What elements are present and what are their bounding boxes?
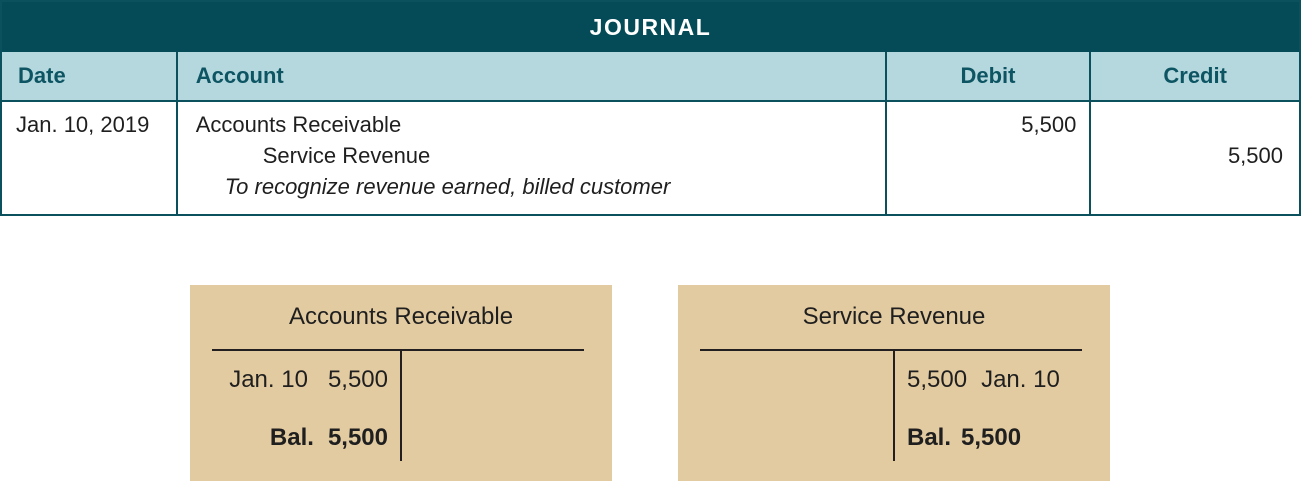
credit-spacer-line (1091, 109, 1299, 140)
t-account-balance: Bal. 5,500 (907, 423, 1110, 453)
credit-amount: 5,500 (1227, 143, 1283, 168)
column-header-credit: Credit (1163, 63, 1227, 88)
t-entry-date: Jan. 10 (229, 366, 308, 393)
t-account-horizontal-line (700, 349, 1082, 351)
credit-account-name: Service Revenue (262, 143, 431, 168)
column-header-date: Date (2, 52, 178, 100)
t-entry-amount: 5,500 (907, 366, 968, 393)
entry-memo: To recognize revenue earned, billed cust… (224, 174, 671, 199)
t-account-vertical-line (400, 349, 402, 461)
t-account-entry: 5,500 Jan. 10 (907, 365, 1110, 395)
t-account-entry: Jan. 10 5,500 (190, 365, 388, 395)
t-balance-label: Bal. (907, 424, 952, 451)
journal-entry-row: Jan. 10, 2019 Accounts Receivable Servic… (2, 102, 1299, 214)
journal-title: JOURNAL (2, 2, 1299, 52)
journal-table: JOURNAL Date Account Debit Credit Jan. 1… (0, 0, 1301, 216)
t-account-vertical-line (893, 349, 895, 461)
t-account-title: Service Revenue (802, 303, 986, 330)
t-account-horizontal-line (212, 349, 584, 351)
journal-header-row: Date Account Debit Credit (2, 52, 1299, 102)
t-account-debit-side: Jan. 10 5,500 Bal. 5,500 (190, 351, 400, 453)
t-entry-date: Jan. 10 (981, 366, 1060, 393)
column-header-debit: Debit (887, 52, 1092, 100)
column-header-account: Account (178, 52, 887, 100)
t-account-title: Accounts Receivable (288, 303, 514, 330)
t-account-balance: Bal. 5,500 (190, 423, 388, 453)
debit-account-name: Accounts Receivable (195, 112, 402, 137)
t-account-accounts-receivable: Accounts Receivable Jan. 10 5,500 Bal. 5,5… (190, 285, 612, 481)
t-account-service-revenue: Service Revenue 5,500 Jan. 10 Bal. 5,500 (678, 285, 1110, 481)
t-account-credit-side: 5,500 Jan. 10 Bal. 5,500 (895, 351, 1110, 453)
entry-date: Jan. 10, 2019 (16, 112, 150, 137)
journal-date-cell: Jan. 10, 2019 (2, 102, 178, 214)
t-balance-amount: 5,500 (961, 424, 1022, 451)
t-balance-amount: 5,500 (327, 424, 388, 451)
journal-account-cell: Accounts Receivable Service Revenue To r… (178, 102, 887, 214)
journal-credit-cell: 5,500 (1091, 102, 1299, 214)
debit-amount: 5,500 (1021, 112, 1077, 137)
t-entry-amount: 5,500 (327, 366, 388, 393)
journal-debit-cell: 5,500 (887, 102, 1092, 214)
t-balance-label: Bal. (269, 424, 314, 451)
